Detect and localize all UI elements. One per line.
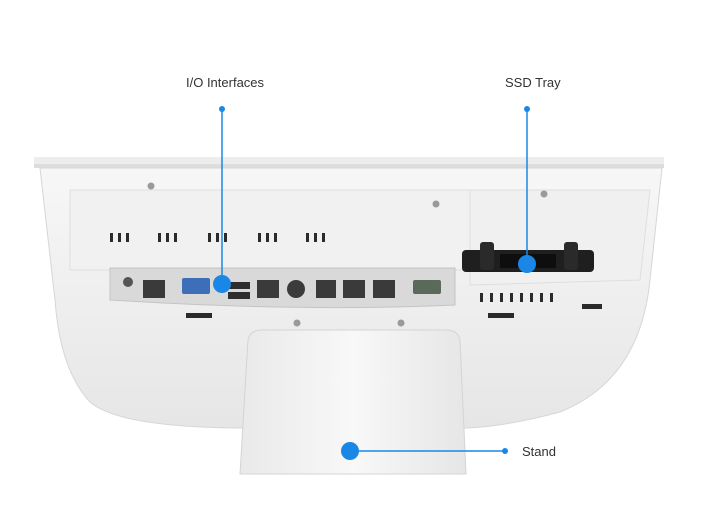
ssd-tray-label: SSD Tray <box>505 75 561 90</box>
stand <box>239 329 467 475</box>
stand-label: Stand <box>522 444 556 459</box>
io-hotspot-dot <box>213 275 231 293</box>
stand-hotspot-dot <box>341 442 359 460</box>
inner-panel <box>69 189 471 271</box>
io-interfaces-label: I/O Interfaces <box>186 75 265 90</box>
io-port-strip <box>109 267 456 309</box>
stand-anchor-small-dot <box>502 448 508 454</box>
vent-slots <box>110 233 553 302</box>
callout-lines <box>213 106 536 460</box>
screw-icons <box>147 182 548 327</box>
ssd-anchor-small-dot <box>524 106 530 112</box>
housing-clips <box>186 304 602 318</box>
io-anchor-small-dot <box>219 106 225 112</box>
ssd-hotspot-dot <box>518 255 536 273</box>
